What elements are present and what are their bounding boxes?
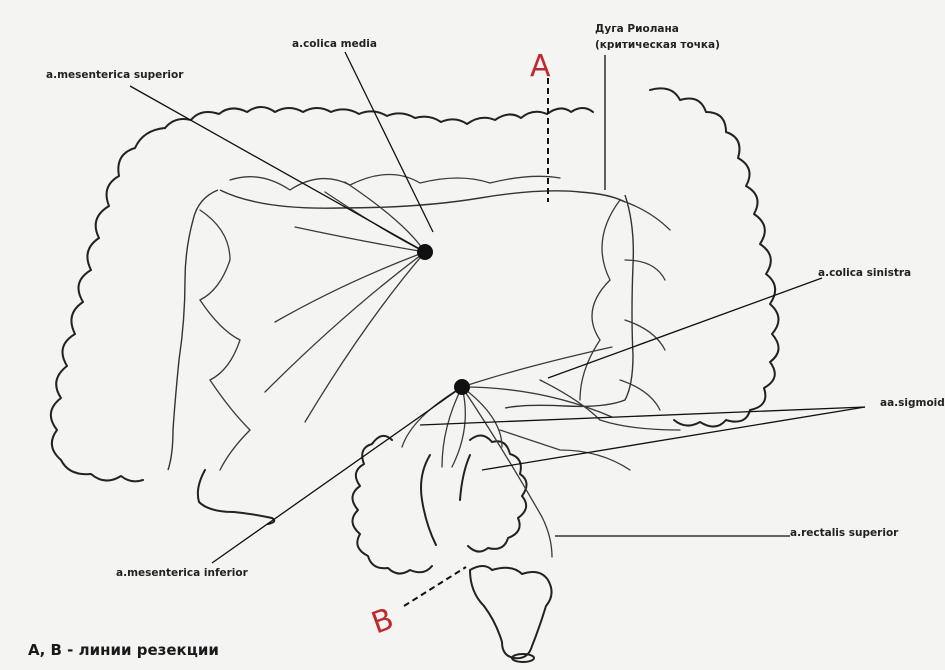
- descending-colon-inner: [505, 195, 633, 408]
- resection-line-b: [404, 567, 466, 606]
- label-colica-sinistra: a.colica sinistra: [818, 267, 911, 279]
- label-resection-b: B: [367, 601, 398, 641]
- ascending-colon-outer: [51, 128, 165, 481]
- label-riolan-critical-point: (критическая точка): [595, 39, 720, 51]
- sigmoid-mid: [421, 455, 470, 545]
- transverse-colon-outer: [165, 107, 593, 128]
- descending-colon-outer: [650, 88, 779, 426]
- label-resection-a: A: [530, 49, 551, 84]
- sigmoid-right-loop: [468, 435, 527, 551]
- label-rectalis-superior: a.rectalis superior: [790, 527, 899, 539]
- label-mesenterica-superior: a.mesenterica superior: [46, 69, 184, 81]
- label-colica-media: a.colica media: [292, 38, 377, 50]
- label-mesenterica-inferior: a.mesenterica inferior: [116, 567, 249, 579]
- label-sigmoideae: aa.sigmoideae: [880, 397, 945, 409]
- transverse-colon-inner: [220, 190, 625, 208]
- ascending-colon-inner: [168, 190, 218, 470]
- rectum: [470, 566, 552, 658]
- legend-resection-lines: А, В - линии резекции: [28, 641, 219, 659]
- leader-lines: [130, 52, 865, 563]
- vascular-network: [200, 174, 680, 557]
- label-riolan-arc: Дуга Риолана: [595, 23, 679, 35]
- caecum: [198, 470, 274, 524]
